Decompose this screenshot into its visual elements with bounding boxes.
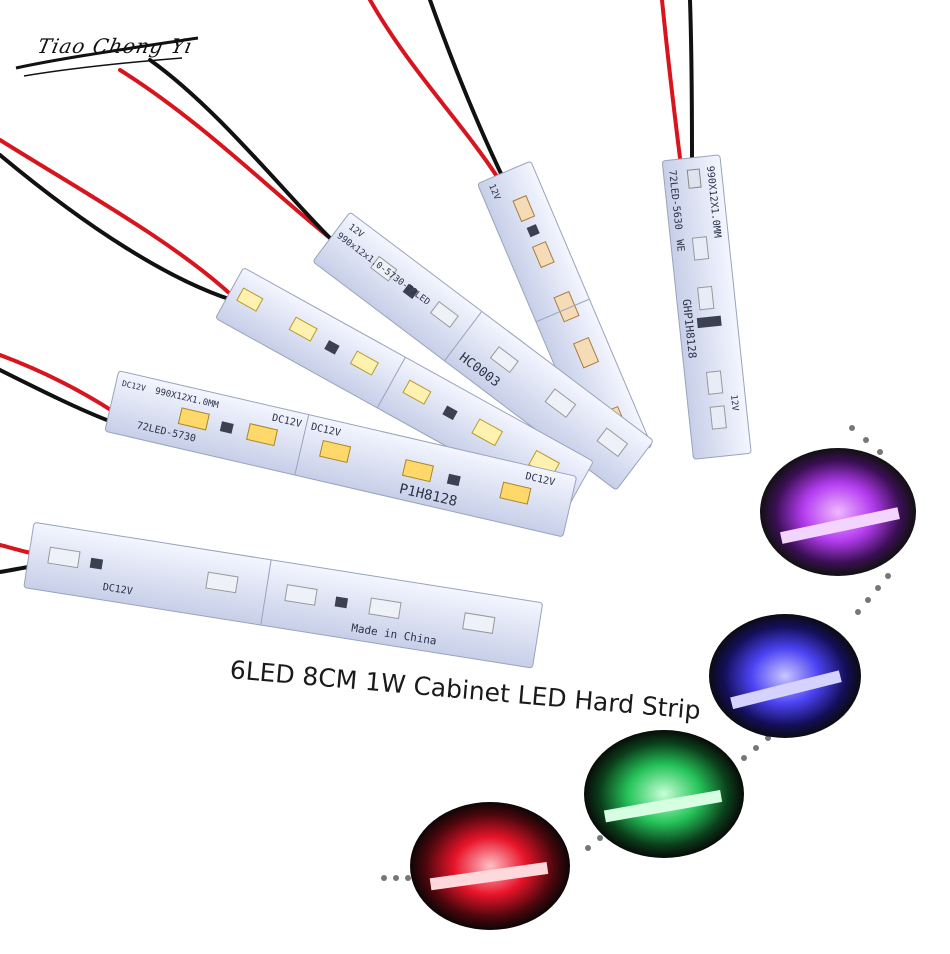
led-strip-1: 990X12X1.0MM 72LED-5630 GHP1H8128 WE 12V — [661, 154, 752, 460]
led-strip-5: DC12V 990X12X1.0MM 72LED-5730 DC12V DC12… — [104, 370, 577, 537]
strip-1-label-4: GHP1H8128 — [680, 298, 699, 359]
glow-sample-red — [410, 802, 570, 930]
strip-6-label-0: DC12V — [102, 582, 133, 598]
led-strip-6: DC12V Made in China — [23, 522, 543, 669]
led-strip-3: 12V 990x12x1.0-5730-72LED HC0003 — [313, 212, 653, 490]
strip-1-label-3: WE — [673, 239, 685, 252]
glow-sample-purple — [760, 448, 916, 576]
glow-sample-blue — [709, 614, 861, 738]
brand-logo: Tiao Chong Yi — [12, 28, 202, 88]
brand-swoosh — [15, 36, 199, 77]
brand-name: Tiao Chong Yi — [35, 34, 196, 58]
glow-sample-green — [584, 730, 744, 858]
wires — [0, 0, 694, 574]
strip-1-label-0: 12V — [728, 394, 740, 412]
led-strip-4 — [216, 268, 593, 512]
led-strip-2: 12V — [477, 161, 652, 469]
